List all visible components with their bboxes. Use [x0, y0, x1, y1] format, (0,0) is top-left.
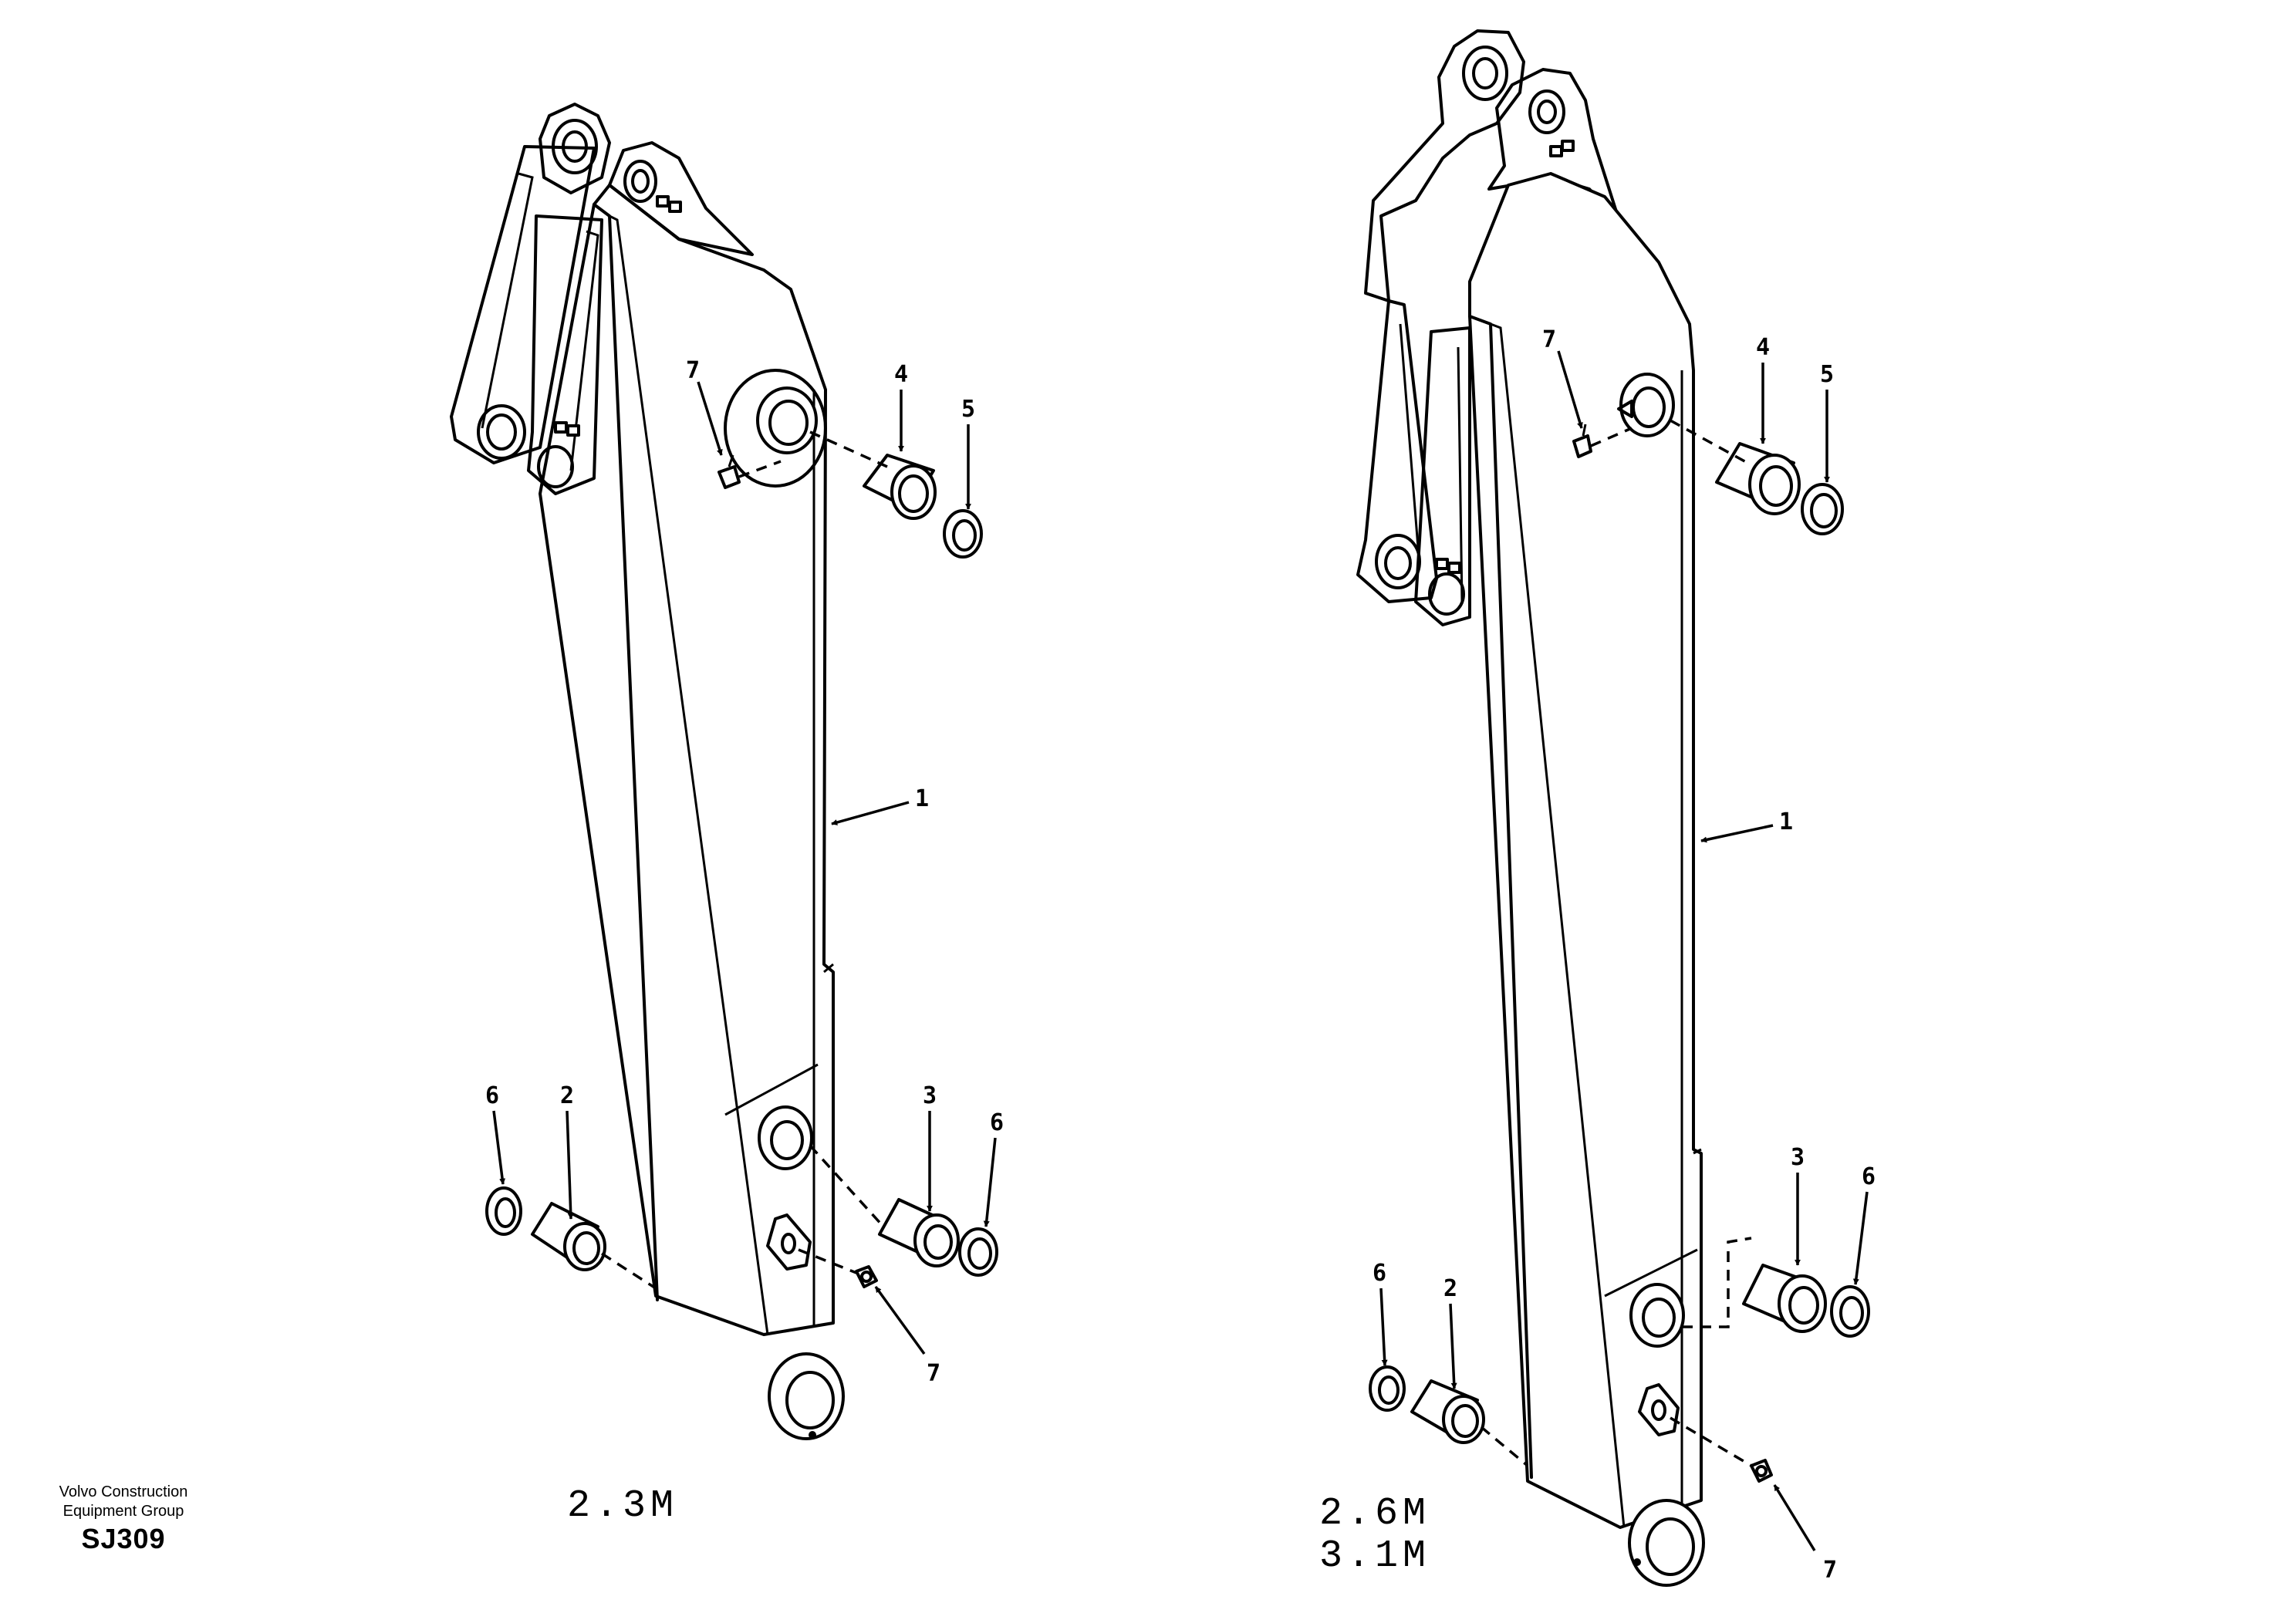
right-callout-1: 1 [1779, 808, 1793, 835]
right-centerline-bushing-2 [1480, 1426, 1529, 1467]
right-centerline-upper-pin [1670, 419, 1748, 464]
right-callout-6-right: 6 [1862, 1163, 1876, 1190]
left-callout-7-top: 7 [686, 357, 700, 384]
right-callout-7-top: 7 [1542, 326, 1556, 353]
left-shim-6a [485, 1186, 522, 1236]
left-grease-fitting-top [718, 454, 741, 489]
arm-2-6m-3-1m: 7 4 5 1 3 6 6 2 7 2.6M 3.1M [1319, 29, 1876, 1587]
right-bushing-4 [1715, 442, 1801, 515]
right-callout-5: 5 [1820, 361, 1834, 388]
arm-2-3m: 7 4 5 1 6 2 3 6 7 2.3M [450, 103, 1004, 1528]
right-upper-plate [1414, 326, 1471, 626]
left-top-eye [539, 103, 611, 194]
left-shim-6b [958, 1227, 998, 1277]
right-upper-boss [1617, 373, 1675, 437]
right-variant-label-1: 2.6M [1319, 1492, 1430, 1536]
right-variant-label-2: 3.1M [1319, 1534, 1430, 1578]
right-centerline-lower-pin [1682, 1237, 1752, 1328]
left-callout-5: 5 [961, 396, 975, 423]
footer-company-line1: Volvo Construction [59, 1483, 188, 1500]
right-lower-boss [1628, 1283, 1705, 1587]
left-bushing-3 [878, 1198, 960, 1267]
left-callout-7-bottom: 7 [927, 1360, 940, 1387]
right-callout-6-left: 6 [1373, 1260, 1386, 1287]
left-variant-label: 2.3M [567, 1484, 678, 1528]
left-shim-5 [943, 509, 983, 559]
left-callout-6-right: 6 [990, 1109, 1004, 1136]
left-link-plate [450, 145, 596, 464]
right-shim-6b [1369, 1365, 1406, 1412]
right-grease-fitting-bottom [1750, 1459, 1773, 1483]
left-lower-boss [758, 1105, 845, 1440]
left-centerline-top-fitting [738, 460, 782, 478]
right-bushing-2 [1410, 1379, 1485, 1444]
left-grease-fitting-bottom [855, 1265, 878, 1288]
left-centerline-bottom-fitting [798, 1248, 857, 1274]
left-callout-1: 1 [915, 785, 929, 812]
left-arm-beam [539, 184, 835, 1336]
left-callout-2: 2 [560, 1082, 574, 1109]
left-bushing-2 [531, 1202, 606, 1271]
right-callout-3: 3 [1791, 1144, 1805, 1171]
right-callout-7-bottom: 7 [1823, 1557, 1837, 1584]
right-centerline-bottom-fitting [1670, 1416, 1752, 1467]
right-callout-2: 2 [1443, 1275, 1457, 1302]
right-shim-6a [1830, 1285, 1870, 1338]
left-callout-6-left: 6 [485, 1082, 499, 1109]
footer: Volvo Construction Equipment Group SJ309 [31, 1483, 216, 1557]
footer-company-line2: Equipment Group [62, 1503, 184, 1520]
left-centerline-bushing-2 [601, 1252, 657, 1290]
right-arm-beam [1468, 172, 1703, 1529]
right-shim-5 [1801, 483, 1844, 535]
right-callout-4: 4 [1756, 334, 1770, 361]
right-grease-fitting-top [1572, 424, 1592, 458]
left-centerline-upper-pin [809, 430, 888, 468]
left-callout-3: 3 [923, 1082, 937, 1109]
left-bushing-4 [863, 454, 937, 520]
right-centerline-top-fitting [1590, 427, 1633, 447]
left-callout-4: 4 [894, 361, 908, 388]
drawing-code: SJ309 [81, 1523, 166, 1554]
left-upper-bracket [527, 141, 754, 495]
left-upper-boss [724, 369, 827, 488]
right-bushing-3 [1742, 1264, 1827, 1333]
